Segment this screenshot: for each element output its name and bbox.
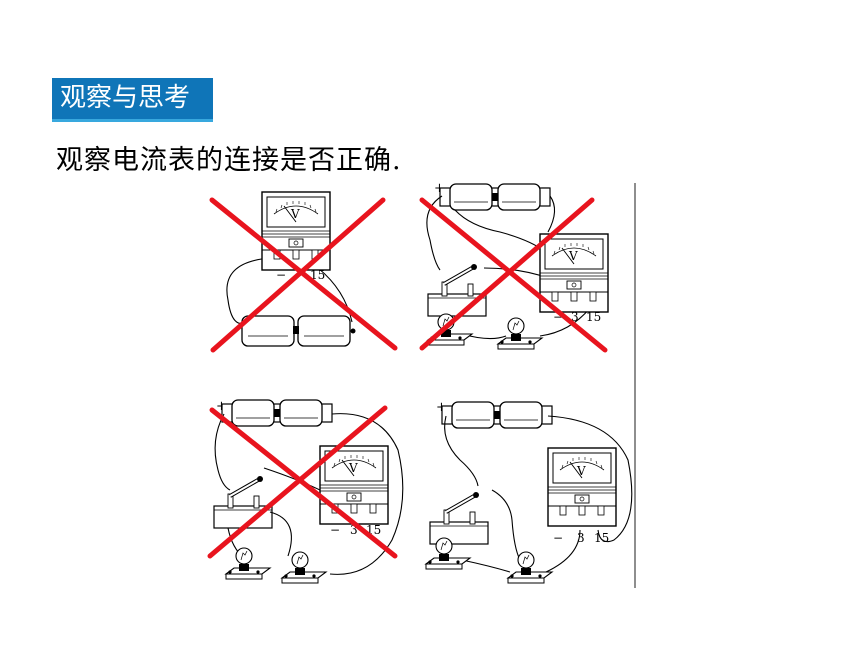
meter-terminal-15: 15 [594,531,609,545]
meter-terminal-neg: − [276,268,286,282]
panel-top-right: + − − 3 15 V [426,181,609,350]
meter-terminal-15: 15 [586,310,601,324]
panel-bottom-left: + − − 3 15 V [212,399,404,584]
meter-v-label: V [290,207,300,221]
meter-terminal-3: 3 [350,523,358,537]
cross-mark-top-right [419,197,608,353]
meter-terminal-3: 3 [577,531,585,545]
cross-mark-bottom-left [207,405,398,559]
meter-v-label: V [576,464,586,478]
meter-v-label: V [348,461,358,475]
meter-terminal-neg: − [553,310,563,324]
meter-terminal-neg: − [553,531,563,545]
panel-bottom-right: + − − 3 15 V [425,400,633,584]
panel-top-left: − 15 V [226,191,356,347]
cross-mark-top-left [209,197,398,353]
instruction-text: 观察电流表的连接是否正确. [56,145,402,176]
meter-terminal-15: 15 [310,268,325,282]
section-badge: 观察与思考 [52,78,213,122]
meter-terminal-3: 3 [571,310,579,324]
meter-v-label: V [568,249,578,263]
meter-terminal-neg: − [330,523,340,537]
